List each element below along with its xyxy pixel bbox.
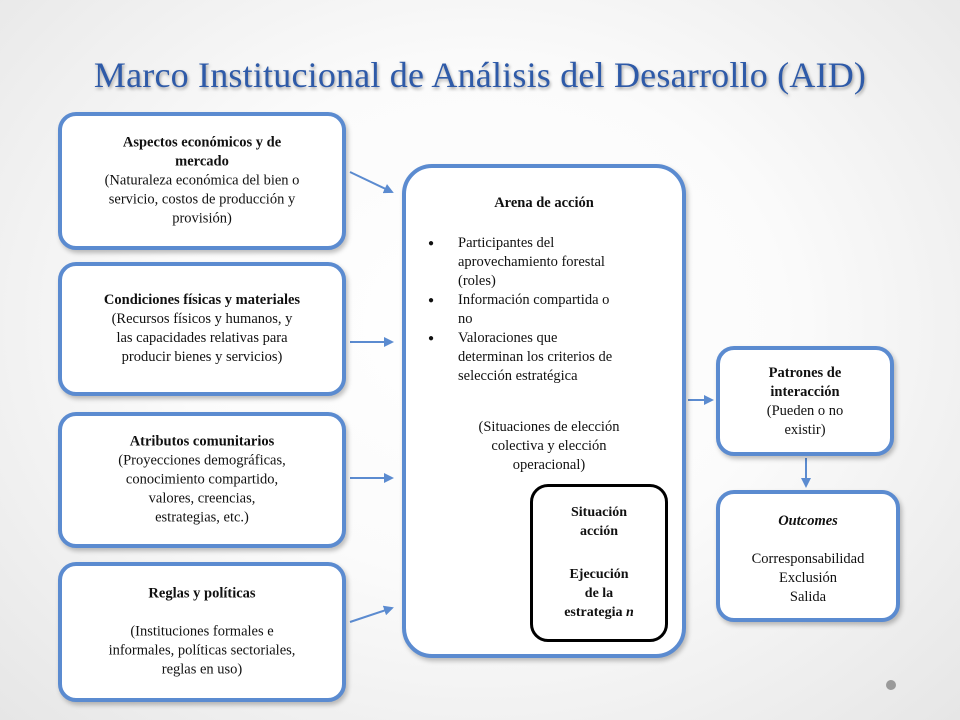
physical-heading: Condiciones físicas y materiales <box>103 292 301 308</box>
arena-note: (Situaciones de elección colectiva y ele… <box>436 418 662 475</box>
physical-body-3: producir bienes y servicios) <box>121 349 283 365</box>
arena-item-1-line-2: aprovechamiento forestal <box>458 254 605 270</box>
arena-item-1-line-3: (roles) <box>458 273 496 289</box>
outcomes-heading: Outcomes <box>778 513 838 529</box>
situation-variable-n: n <box>626 605 634 620</box>
arena-note-2: colectiva y elección <box>491 438 607 454</box>
arrow-rules-to-arena <box>349 605 394 623</box>
box-community-attributes: Atributos comunitarios (Proyecciones dem… <box>58 412 346 548</box>
economic-heading-2: mercado <box>175 153 229 170</box>
economic-heading-1: Aspectos económicos y de <box>122 134 282 151</box>
outcome-item-1: Corresponsabilidad <box>751 551 865 567</box>
box-interaction-patterns: Patrones de interacción (Pueden o no exi… <box>716 346 894 456</box>
arena-item-valuations: Valoraciones que determinan los criterio… <box>426 329 668 386</box>
arena-heading: Arena de acción <box>494 195 594 211</box>
situation-line-1: Situación <box>570 505 627 520</box>
situation-line-2: acción <box>579 524 619 539</box>
slide-title: Marco Institucional de Análisis del Desa… <box>93 55 867 95</box>
patterns-heading-2: interacción <box>770 384 840 400</box>
economic-body-1: (Naturaleza económica del bien o <box>104 172 300 189</box>
rules-body-3: reglas en uso) <box>161 661 243 678</box>
rules-body-1: (Instituciones formales e <box>130 623 274 640</box>
arena-item-1-line-1: Participantes del <box>458 235 555 251</box>
community-body-4: estrategias, etc.) <box>155 509 249 526</box>
patterns-body-2: existir) <box>784 422 826 438</box>
community-heading: Atributos comunitarios <box>129 433 275 450</box>
box-physical-conditions: Condiciones físicas y materiales (Recurs… <box>58 262 346 396</box>
slide-dot-decoration <box>886 680 896 690</box>
community-body-2: conocimiento compartido, <box>125 471 279 488</box>
outcome-item-3: Salida <box>789 589 827 605</box>
situation-line-3: Ejecución <box>569 567 629 582</box>
community-body-1: (Proyecciones demográficas, <box>118 452 286 469</box>
arena-item-3-line-1: Valoraciones que <box>458 330 558 346</box>
situation-line-5: estrategia <box>564 605 623 620</box>
arena-item-2-line-1: Información compartida o <box>458 292 610 308</box>
arena-item-2-line-2: no <box>458 311 473 327</box>
rules-body-2: informales, políticas sectoriales, <box>108 642 296 659</box>
box-economic-aspects: Aspectos económicos y de mercado (Natura… <box>58 112 346 250</box>
arena-note-1: (Situaciones de elección <box>478 419 620 435</box>
patterns-body-1: (Pueden o no <box>766 403 844 419</box>
situation-line-4: de la <box>584 586 614 601</box>
box-action-situation: Situación acción Ejecución de la estrate… <box>530 484 668 642</box>
community-body-3: valores, creencias, <box>148 490 256 507</box>
rules-heading: Reglas y políticas <box>148 585 256 602</box>
arena-item-3-line-2: determinan los criterios de <box>458 349 613 365</box>
outcome-item-2: Exclusión <box>779 570 837 586</box>
box-outcomes: Outcomes Corresponsabilidad Exclusión Sa… <box>716 490 900 622</box>
arena-item-participants: Participantes del aprovechamiento forest… <box>426 234 668 291</box>
arrow-economic-to-arena <box>349 171 394 194</box>
economic-body-2: servicio, costos de producción y <box>108 191 296 208</box>
arena-item-information: Información compartida o no <box>426 291 668 329</box>
arena-list: Participantes del aprovechamiento forest… <box>426 234 668 386</box>
physical-body-1: (Recursos físicos y humanos, y <box>111 311 293 327</box>
patterns-heading-1: Patrones de <box>768 365 842 381</box>
economic-body-3: provisión) <box>172 210 232 227</box>
box-rules-policies: Reglas y políticas (Instituciones formal… <box>58 562 346 702</box>
arena-note-3: operacional) <box>512 457 586 473</box>
physical-body-2: las capacidades relativas para <box>116 330 288 346</box>
arena-item-3-line-3: selección estratégica <box>458 368 578 384</box>
